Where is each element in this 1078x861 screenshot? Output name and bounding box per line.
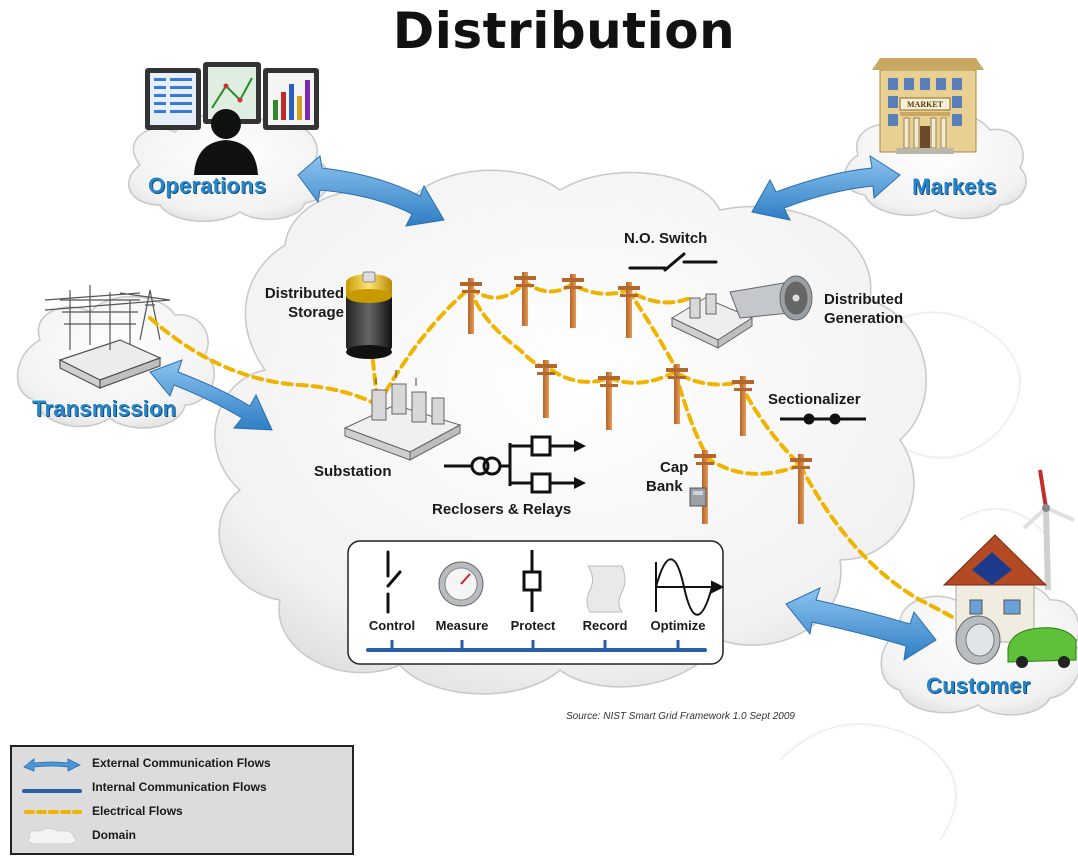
pole-4 xyxy=(618,282,640,338)
label-distributed-generation: Distributed Generation xyxy=(824,290,903,328)
substation-icon xyxy=(343,370,462,461)
external-flow-swatch-icon xyxy=(23,758,81,772)
pole-10 xyxy=(790,454,812,524)
legend-row-electrical: Electrical Flows xyxy=(12,801,352,823)
pole-2 xyxy=(514,272,536,326)
label-cap-bank-line1: Cap xyxy=(660,459,689,476)
label-distributed-storage-line1: Distributed xyxy=(264,285,344,302)
legend-row-domain: Domain xyxy=(12,825,352,847)
optimize-sine-icon xyxy=(655,558,725,616)
function-label-record: Record xyxy=(582,618,628,633)
legend-label-internal: Internal Communication Flows xyxy=(92,780,267,794)
label-cap-bank: Cap Bank xyxy=(646,458,688,496)
measure-gauge-icon xyxy=(438,561,484,607)
pole-5 xyxy=(535,360,557,418)
legend: External Communication Flows Internal Co… xyxy=(10,745,354,855)
page-title: Distribution xyxy=(392,2,736,60)
domain-label-operations: Operations xyxy=(148,173,267,198)
background-watermark xyxy=(779,311,1051,841)
market-building-icon: MARKET xyxy=(872,58,984,154)
pole-7 xyxy=(666,364,688,424)
pole-8 xyxy=(732,376,754,436)
external-flow-transmission xyxy=(149,359,273,431)
domain-label-customer: Customer xyxy=(926,673,1031,698)
label-distributed-storage-line2: Storage xyxy=(288,304,344,321)
label-sectionalizer: Sectionalizer xyxy=(768,391,861,408)
external-flow-customer xyxy=(785,587,937,661)
utility-poles xyxy=(460,272,812,524)
pole-9 xyxy=(694,450,716,524)
label-no-switch: N.O. Switch xyxy=(624,230,708,247)
pole-3 xyxy=(562,274,584,328)
label-distributed-storage: Distributed Storage xyxy=(252,284,344,322)
domain-label-markets: Markets xyxy=(912,174,997,199)
battery-storage-icon xyxy=(346,271,392,359)
protect-icon xyxy=(522,550,542,612)
customer-premises-icon xyxy=(942,469,1077,668)
label-reclosers-relays: Reclosers & Relays xyxy=(432,501,572,518)
operations-control-room-icon xyxy=(145,62,319,175)
legend-label-domain: Domain xyxy=(92,828,137,842)
sectionalizer-symbol xyxy=(780,413,866,425)
label-cap-bank-line2: Bank xyxy=(646,478,683,495)
control-icon xyxy=(386,550,402,614)
legend-row-external: External Communication Flows xyxy=(12,753,352,775)
label-substation: Substation xyxy=(314,463,392,480)
domain-cloud-swatch-icon xyxy=(27,828,77,845)
function-label-measure: Measure xyxy=(435,618,489,633)
function-label-control: Control xyxy=(368,618,416,633)
pole-6 xyxy=(598,372,620,430)
legend-row-internal: Internal Communication Flows xyxy=(12,777,352,799)
pole-1 xyxy=(460,278,482,334)
reclosers-relays-symbol xyxy=(444,435,586,494)
label-distributed-generation-line2: Generation xyxy=(824,310,904,327)
no-switch-symbol xyxy=(628,252,718,272)
legend-label-electrical: Electrical Flows xyxy=(92,804,183,818)
cap-bank-icon xyxy=(689,487,707,507)
external-flow-markets xyxy=(751,154,901,221)
market-sign: MARKET xyxy=(907,100,944,109)
distributed-generation-icon xyxy=(670,275,813,349)
transmission-substation-icon xyxy=(44,285,171,389)
legend-label-external: External Communication Flows xyxy=(92,756,271,770)
source-citation: Source: NIST Smart Grid Framework 1.0 Se… xyxy=(566,711,795,722)
record-scroll-icon xyxy=(586,565,626,613)
functions-panel xyxy=(347,540,725,665)
function-label-optimize: Optimize xyxy=(650,618,706,633)
internal-flow-swatch-icon xyxy=(22,789,82,793)
domain-label-transmission: Transmission xyxy=(32,396,177,421)
electrical-flow-swatch-icon xyxy=(24,810,82,814)
external-flow-operations xyxy=(297,155,445,227)
label-distributed-generation-line1: Distributed xyxy=(824,291,904,308)
function-label-protect: Protect xyxy=(510,618,556,633)
